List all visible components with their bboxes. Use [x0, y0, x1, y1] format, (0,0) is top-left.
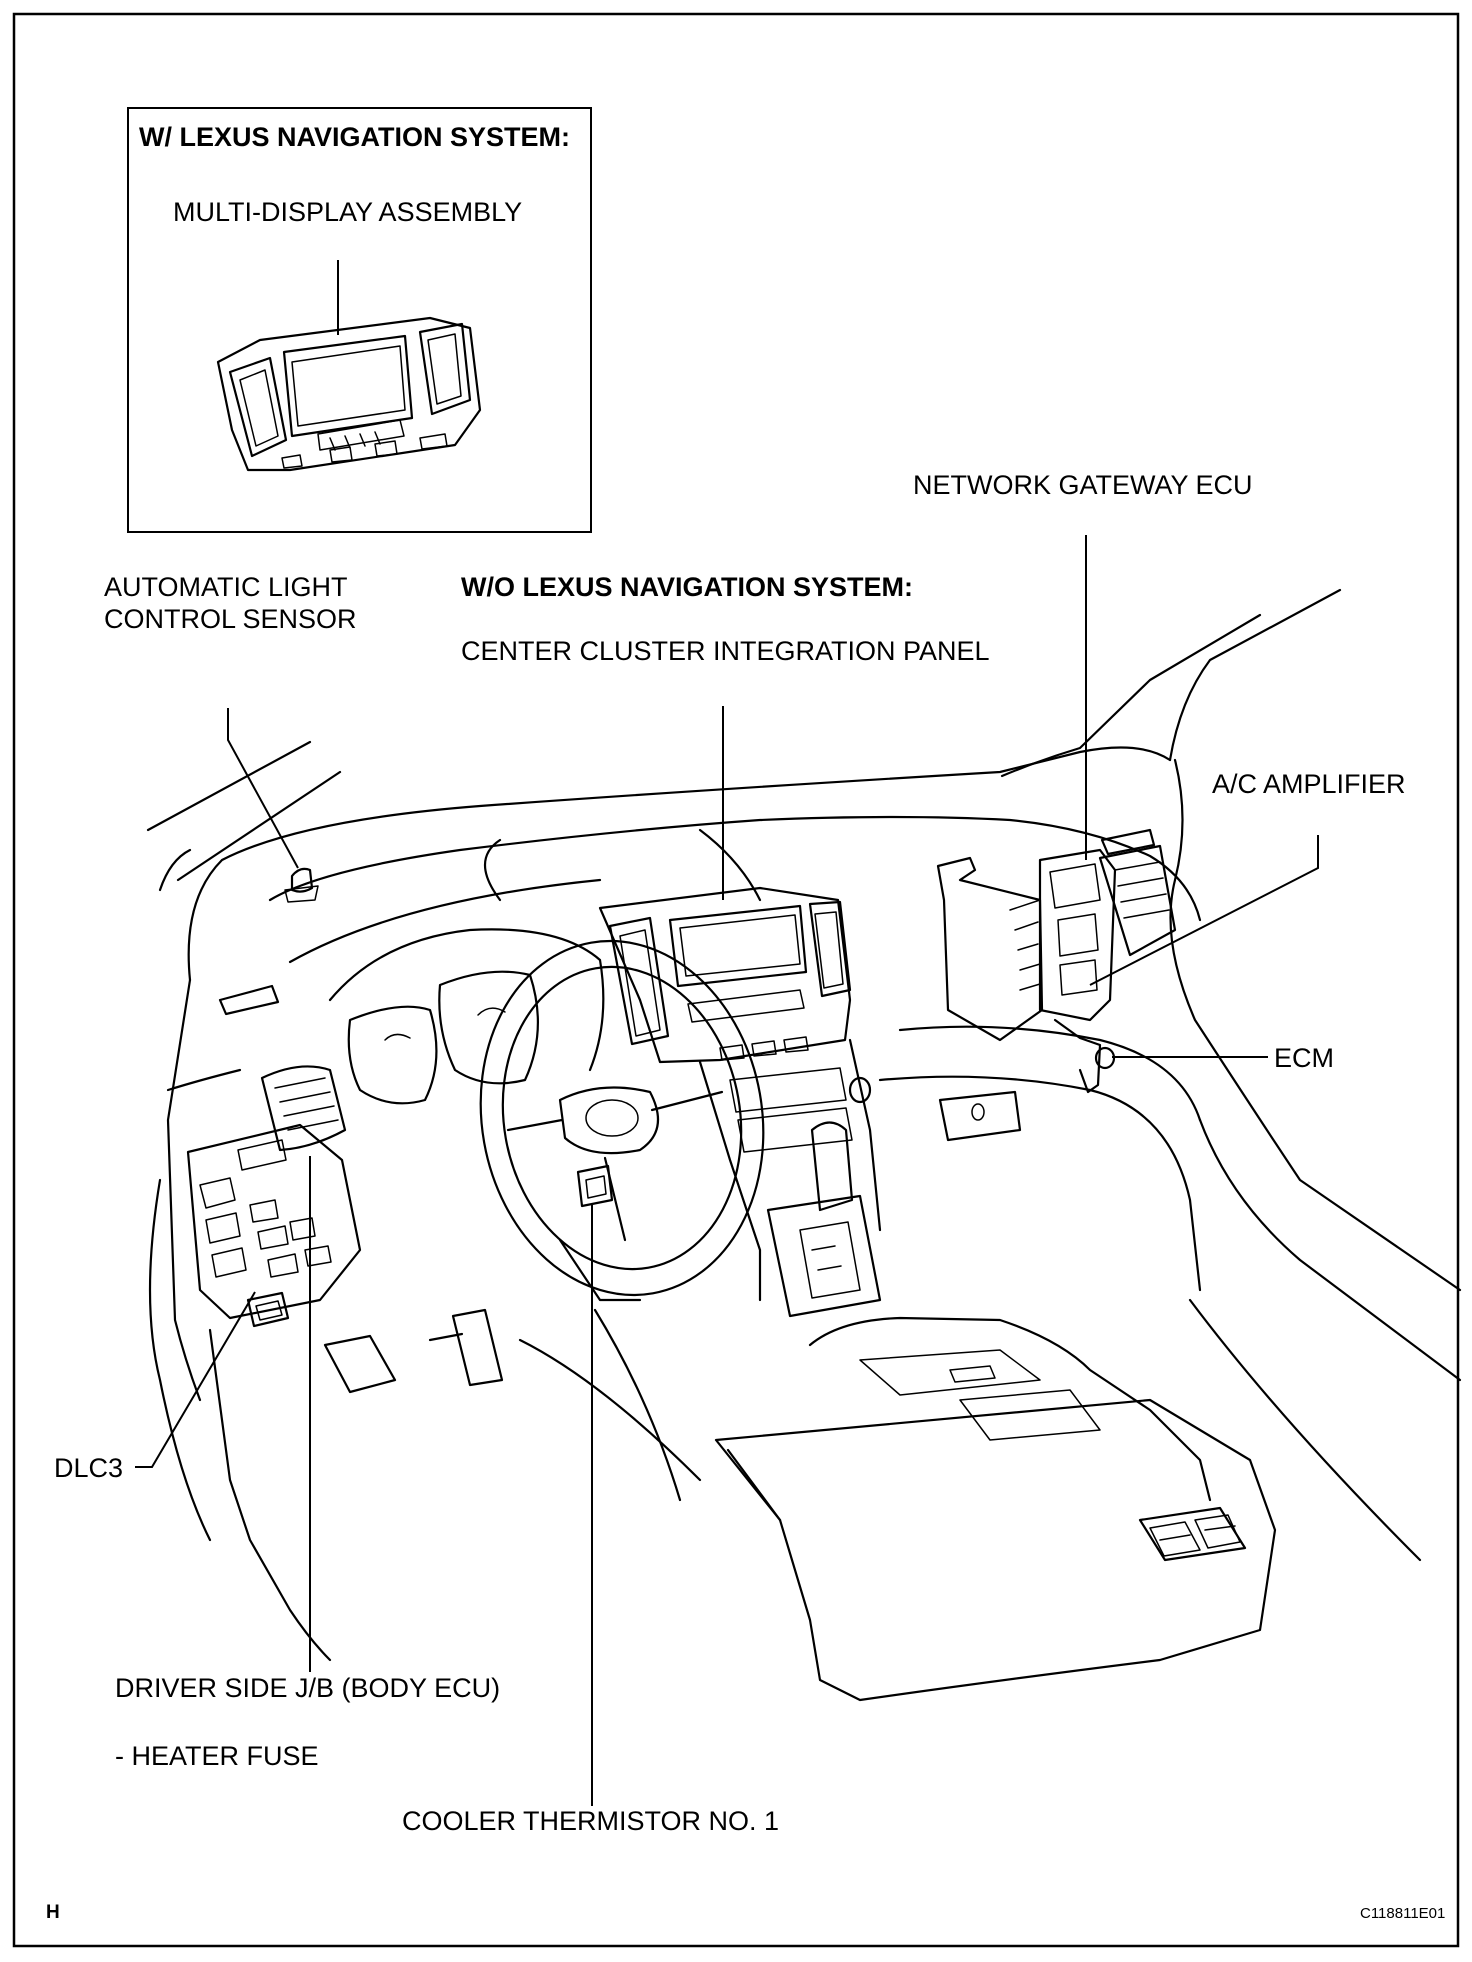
cooler-thermistor-label: COOLER THERMISTOR NO. 1 [402, 1806, 779, 1836]
network-gateway-ecu-label: NETWORK GATEWAY ECU [913, 470, 1253, 500]
ac-amplifier-label: A/C AMPLIFIER [1212, 769, 1406, 799]
ac-amplifier-leader [1089, 835, 1319, 986]
dashboard-illustration [146, 588, 1462, 1702]
automatic-light-sensor-label-2: CONTROL SENSOR [104, 604, 357, 634]
dlc3-leader [135, 1291, 256, 1468]
automatic-light-leader [227, 708, 299, 869]
page-frame [12, 12, 1460, 1948]
dlc3-label: DLC3 [54, 1453, 123, 1483]
heater-fuse-label: - HEATER FUSE [115, 1741, 319, 1771]
inset-with-navigation: W/ LEXUS NAVIGATION SYSTEM: MULTI-DISPLA… [127, 107, 592, 533]
without-navigation-heading: W/O LEXUS NAVIGATION SYSTEM: [461, 572, 913, 602]
leader-lines [135, 535, 1319, 1806]
inset-heading: W/ LEXUS NAVIGATION SYSTEM: [139, 122, 570, 152]
figure-code: C118811E01 [1360, 1905, 1445, 1922]
multi-display-assembly-label: MULTI-DISPLAY ASSEMBLY [173, 197, 522, 227]
driver-side-jb-label: DRIVER SIDE J/B (BODY ECU) [115, 1673, 500, 1703]
multi-display-assembly-drawing [216, 316, 482, 472]
corner-letter: H [46, 1902, 60, 1923]
automatic-light-sensor-label-1: AUTOMATIC LIGHT [104, 572, 348, 602]
inset-frame [127, 107, 592, 533]
center-cluster-panel-label: CENTER CLUSTER INTEGRATION PANEL [461, 636, 990, 666]
ecm-label: ECM [1274, 1043, 1334, 1073]
